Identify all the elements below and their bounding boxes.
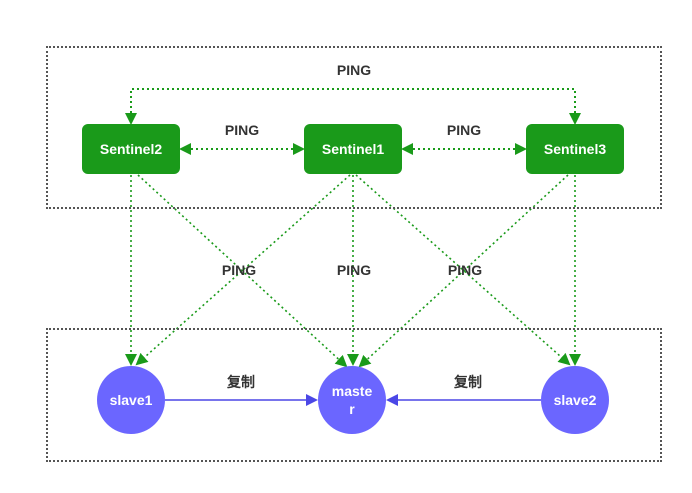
ping-label-mid-right: PING [447, 262, 483, 278]
ping-label-s2-s1: PING [224, 122, 260, 138]
ping-label-s1-s3: PING [446, 122, 482, 138]
sentinel3-node[interactable]: Sentinel3 [526, 124, 624, 174]
sentinel-group-box [46, 46, 662, 209]
slave2-node[interactable]: slave2 [541, 366, 609, 434]
master-node[interactable]: master [318, 366, 386, 434]
slave1-node[interactable]: slave1 [97, 366, 165, 434]
ping-label-mid-center: PING [336, 262, 372, 278]
ping-label-top: PING [336, 62, 372, 78]
replicate-label-left: 复制 [227, 374, 255, 390]
ping-line-s2-s3 [125, 88, 581, 125]
ping-label-mid-left: PING [221, 262, 257, 278]
redis-group-box [46, 328, 662, 462]
ping-line-s2-master [137, 174, 348, 368]
sentinel1-node[interactable]: Sentinel1 [304, 124, 402, 174]
sentinel2-node[interactable]: Sentinel2 [82, 124, 180, 174]
replicate-label-right: 复制 [454, 374, 482, 390]
ping-line-s3-master [358, 174, 569, 368]
